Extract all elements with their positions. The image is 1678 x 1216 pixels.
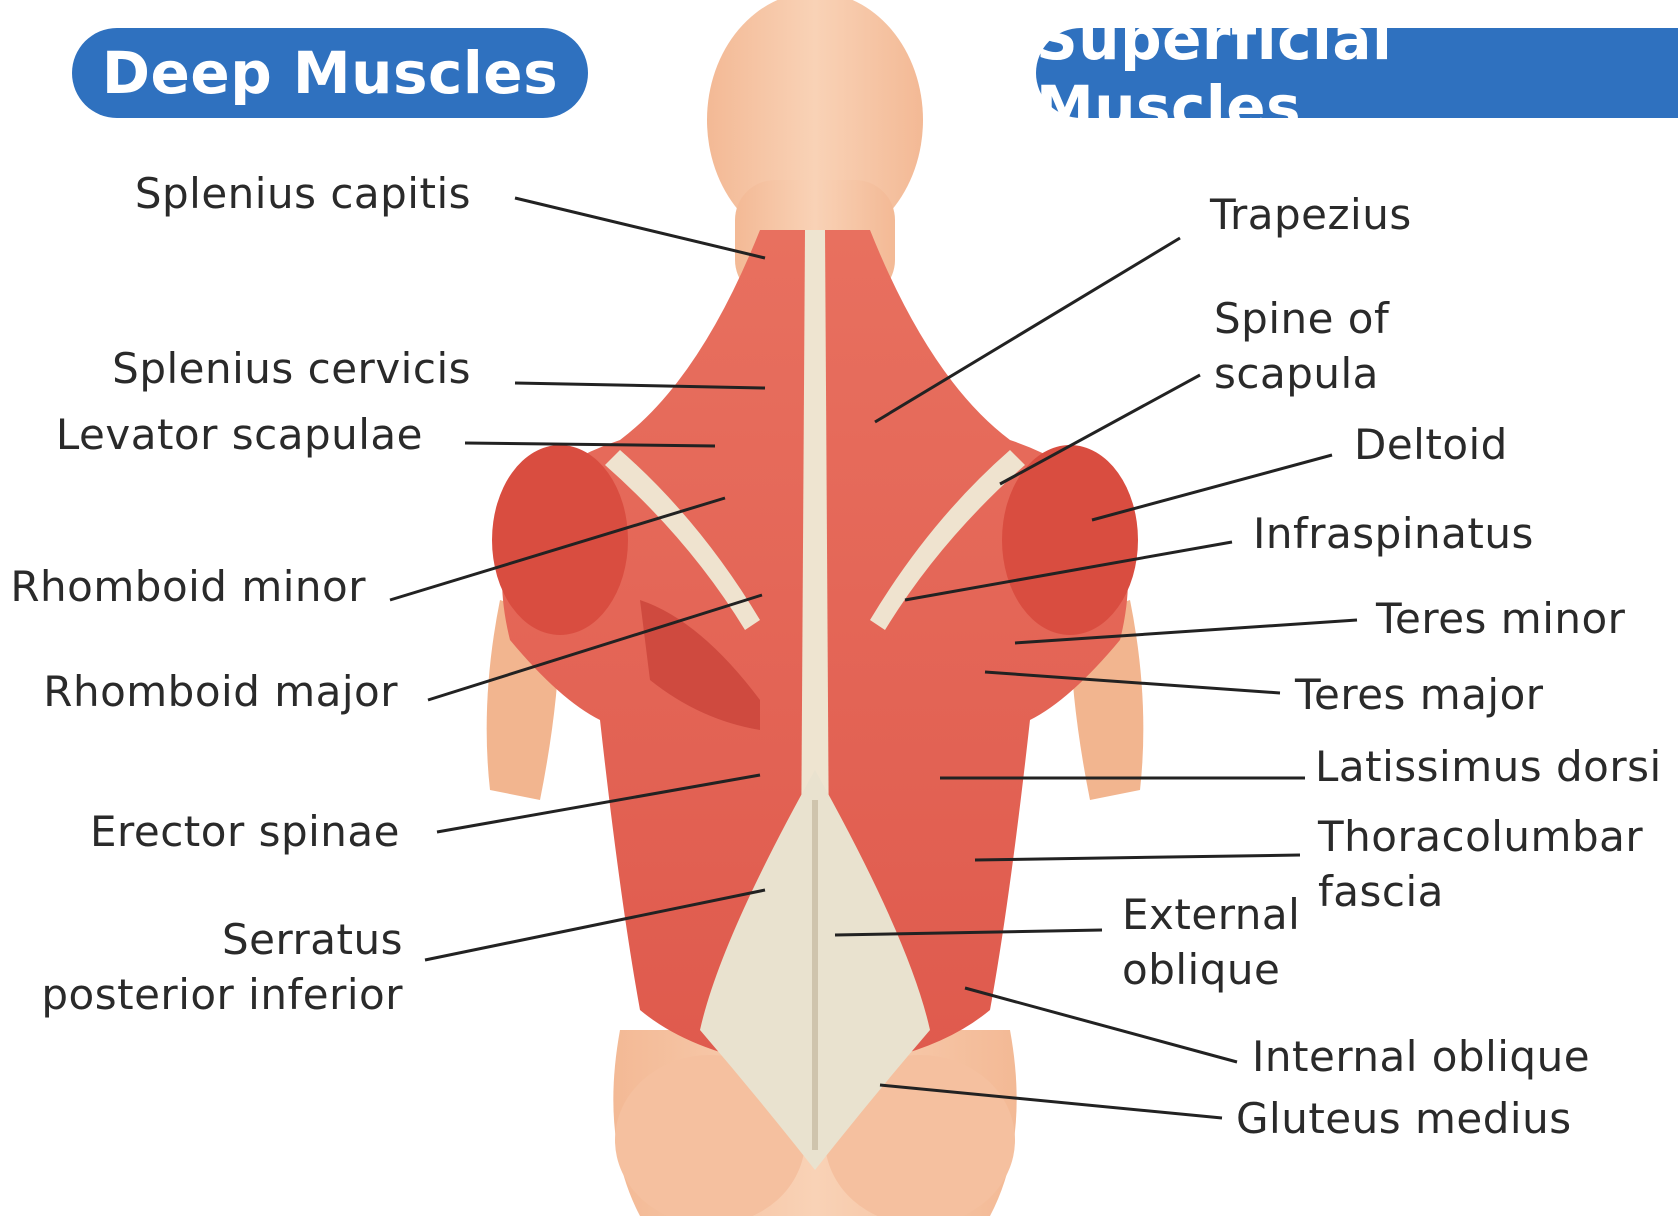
torso-muscles — [492, 230, 1138, 1170]
label-latissimus-dorsi: Latissimus dorsi — [1315, 740, 1662, 795]
label-gluteus-medius: Gluteus medius — [1236, 1092, 1572, 1147]
superficial-muscles-heading: Superficial Muscles — [1036, 28, 1678, 118]
label-internal-oblique: Internal oblique — [1252, 1030, 1590, 1085]
label-serratus-posterior-inferior: Serratus posterior inferior — [41, 913, 403, 1022]
label-levator-scapulae: Levator scapulae — [56, 408, 423, 463]
label-rhomboid-minor: Rhomboid minor — [10, 560, 366, 615]
label-external-oblique: External oblique — [1122, 888, 1300, 997]
label-trapezius: Trapezius — [1210, 188, 1412, 243]
label-rhomboid-major: Rhomboid major — [43, 665, 398, 720]
label-thoracolumbar-fascia: Thoracolumbar fascia — [1318, 810, 1643, 919]
deep-muscles-heading: Deep Muscles — [72, 28, 588, 118]
label-erector-spinae: Erector spinae — [90, 805, 400, 860]
label-infraspinatus: Infraspinatus — [1253, 507, 1534, 562]
label-splenius-cervicis: Splenius cervicis — [112, 342, 471, 397]
label-splenius-capitis: Splenius capitis — [135, 167, 471, 222]
label-spine-of-scapula: Spine of scapula — [1214, 292, 1389, 401]
label-teres-minor: Teres minor — [1376, 592, 1625, 647]
label-teres-major: Teres major — [1295, 668, 1544, 723]
label-deltoid: Deltoid — [1354, 418, 1508, 473]
